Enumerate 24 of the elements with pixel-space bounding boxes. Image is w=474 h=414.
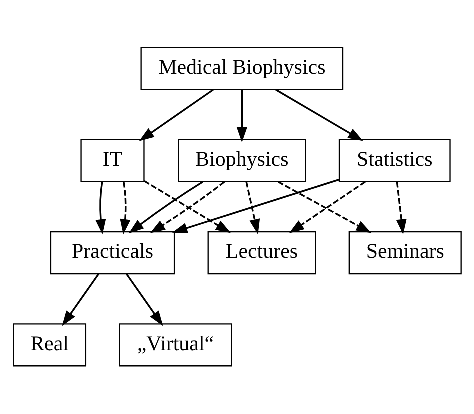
node-box: „Virtual“ [118,324,232,367]
node-box: Medical Biophysics [140,47,344,90]
arrow [245,182,260,235]
arrow [120,182,130,235]
node-box: Statistics [338,139,450,183]
arrow [396,182,406,235]
node-box: Real [12,324,86,367]
arrow [126,274,163,326]
node-box: IT [80,139,144,183]
arrow [275,89,363,142]
node-box: Seminars [348,231,462,275]
node-box: Biophysics [178,139,306,183]
arrow [95,182,106,235]
node-box: Lectures [207,231,316,275]
arrow [172,178,340,234]
arrow [62,274,99,326]
arrow [128,181,204,234]
arrow [277,181,372,234]
arrow [150,181,225,234]
arrow [288,181,366,234]
arrow [143,180,231,234]
arrow [138,89,214,142]
arrow [236,90,247,143]
node-box: Practicals [50,231,175,275]
